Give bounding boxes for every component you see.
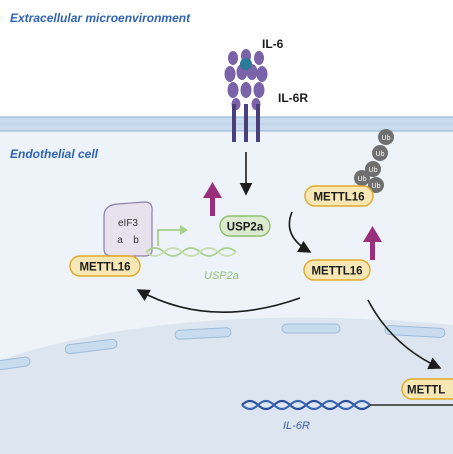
mettl16-up-arrow	[363, 226, 382, 260]
mettl16-ub-label: METTL16	[313, 192, 364, 204]
mettl16-ubiquitinated: METTL16	[304, 185, 374, 207]
plasma-membrane	[0, 116, 453, 132]
usp2a-up-arrow	[203, 182, 222, 216]
transcription-start-arrow	[157, 229, 182, 246]
eif3-label: eIF3	[118, 218, 138, 229]
mettl16-left-label: METTL16	[79, 262, 130, 274]
mettl16-left: METTL16	[69, 255, 141, 277]
eif3-complex: eIF3 a b	[103, 201, 153, 257]
ubiquitin-chain: Ub Ub Ub Ub Ub	[354, 129, 394, 193]
extracellular-label: Extracellular microenvironment	[10, 11, 191, 25]
translation-feedback-arrow	[136, 289, 301, 314]
eif3-subunit-a: a	[117, 235, 123, 246]
endothelial-cell-label: Endothelial cell	[10, 147, 99, 161]
il6-label: IL-6	[262, 37, 284, 51]
nuclear-envelope	[0, 323, 446, 371]
ub-label-3: Ub	[369, 167, 378, 174]
mettl16-center: METTL16	[303, 259, 371, 281]
ub-label-1: Ub	[382, 135, 391, 142]
il6-ligand	[240, 58, 252, 70]
il6r-gene-label: IL-6R	[283, 420, 310, 432]
il6r-label: IL-6R	[278, 91, 308, 105]
transcription-start-arrowhead	[180, 225, 188, 235]
eif3-subunit-b: b	[133, 235, 139, 246]
deubiquitination-arrow	[288, 211, 312, 253]
il6r-dna-helix	[241, 399, 453, 411]
mettl16-nuclear: METTL	[401, 378, 453, 400]
usp2a-protein: USP2a	[219, 215, 271, 237]
mettl16-center-label: METTL16	[311, 266, 362, 278]
ub-label-2: Ub	[376, 151, 385, 158]
usp2a-mrna-helix	[145, 247, 237, 257]
usp2a-protein-label: USP2a	[227, 222, 264, 234]
ub-label-4: Ub	[358, 176, 367, 183]
nucleus	[0, 317, 453, 454]
mettl16-nuclear-label: METTL	[407, 385, 445, 397]
ub-label-5: Ub	[372, 183, 381, 190]
nuclear-import-arrow	[367, 299, 442, 370]
usp2a-gene-label: USP2a	[204, 270, 239, 282]
